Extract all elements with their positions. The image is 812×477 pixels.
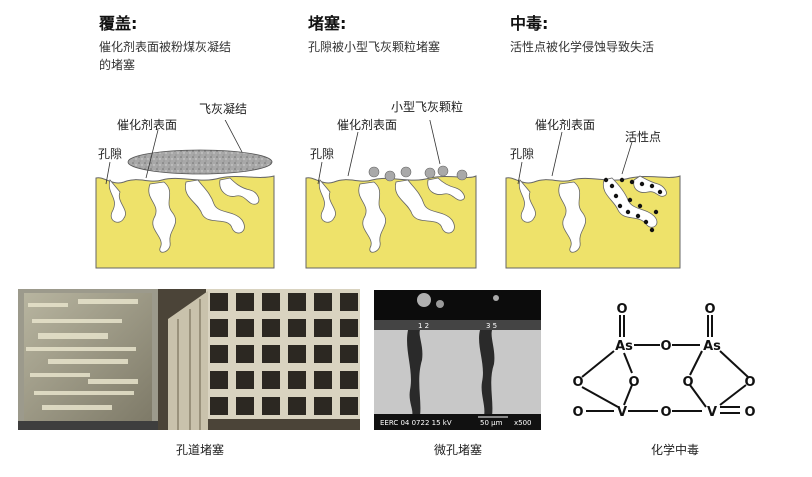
label-active-site: 活性点 <box>625 130 662 144</box>
active-site-dot <box>639 181 645 187</box>
pore-channel <box>427 177 465 201</box>
label-small-ash: 小型飞灰颗粒 <box>391 100 464 114</box>
honeycomb-catalyst-photo <box>158 289 360 430</box>
atom-o: O <box>704 302 715 317</box>
atom-o: O <box>616 302 627 317</box>
active-site-dot <box>649 227 655 233</box>
fouled-catalyst-block-photo <box>18 289 158 430</box>
poisoning-diagram <box>505 131 681 269</box>
atom-as: As <box>615 339 633 354</box>
leader-line <box>317 161 323 185</box>
active-site-dot <box>609 183 615 189</box>
mechanism-title-covering: 覆盖: <box>99 14 138 33</box>
pore-channel <box>108 179 126 223</box>
label-ash-deposit: 飞灰凝结 <box>199 102 248 116</box>
sem-magnification: x500 <box>514 419 532 427</box>
active-site-dot <box>603 177 609 183</box>
leader-line <box>105 161 111 185</box>
leader-line <box>551 131 563 177</box>
mechanism-desc-poisoning: 活性点被化学侵蚀导致失活 <box>510 40 655 54</box>
atom-o: O <box>660 405 671 420</box>
label-catalyst-surface: 催化剂表面 <box>117 118 178 132</box>
pore-channel <box>394 179 455 234</box>
atom-as: As <box>703 339 721 354</box>
pore-channel <box>318 179 336 223</box>
catalyst-block <box>95 175 275 269</box>
atom-o: O <box>572 405 583 420</box>
pore-channel <box>518 179 536 223</box>
sem-scale: 50 μm <box>480 419 503 427</box>
atom-o: O <box>744 375 755 390</box>
active-site-dot <box>629 179 635 185</box>
leader-line <box>517 161 523 185</box>
sem-marker-right: 3 5 <box>486 322 497 330</box>
atom-o: O <box>660 339 671 354</box>
pore-channel <box>184 179 245 234</box>
pore-channel <box>358 181 387 253</box>
mechanism-title-plugging: 堵塞: <box>308 14 347 33</box>
ash-particle <box>424 167 436 179</box>
caption-channel-plugging: 孔道堵塞 <box>175 443 224 457</box>
sem-marker-left: 1 2 <box>418 322 429 330</box>
ash-particle <box>400 166 412 178</box>
desc-line: 催化剂表面被粉煤灰凝结 <box>99 40 232 54</box>
channel-plugging-photos <box>18 289 360 430</box>
atom-o: O <box>682 375 693 390</box>
active-site-dot <box>625 209 631 215</box>
leader-line <box>429 120 441 165</box>
pore-channel <box>219 177 260 205</box>
label-pore: 孔隙 <box>510 147 535 161</box>
sem-micrograph: 1 2 3 5 EERC 04 0722 15 kV 50 μm x500 <box>374 290 541 430</box>
mechanism-desc-covering: 催化剂表面被粉煤灰凝结 的堵塞 <box>99 38 231 74</box>
ash-particle <box>437 165 449 177</box>
plugging-diagram <box>305 120 477 269</box>
active-sites <box>603 177 663 233</box>
caption-chemical-poisoning: 化学中毒 <box>650 443 699 457</box>
active-site-dot <box>657 189 663 195</box>
desc-line: 的堵塞 <box>99 58 136 72</box>
leader-line <box>621 141 633 175</box>
mechanism-title-poisoning: 中毒: <box>510 14 549 33</box>
pore-channel <box>148 181 177 253</box>
active-site-dot <box>637 203 643 209</box>
atom-o: O <box>628 375 639 390</box>
active-site-dot <box>613 193 619 199</box>
ash-particle <box>384 170 396 182</box>
arsenic-vanadium-structure: O O As O As O O O O O V O V O <box>572 302 755 420</box>
active-site-dot <box>653 209 659 215</box>
label-catalyst-surface: 催化剂表面 <box>535 118 596 132</box>
active-site-dot <box>635 213 641 219</box>
pore-channel <box>558 181 587 253</box>
active-site-dot <box>649 183 655 189</box>
label-pore: 孔隙 <box>310 147 335 161</box>
atom-o: O <box>572 375 583 390</box>
label-pore: 孔隙 <box>98 147 123 161</box>
catalyst-block <box>505 175 681 269</box>
mechanism-desc-plugging: 孔隙被小型飞灰颗粒堵塞 <box>308 40 441 54</box>
leader-line <box>347 131 359 177</box>
covering-diagram <box>95 120 275 269</box>
ash-particle <box>368 166 380 178</box>
ash-particle <box>456 169 468 181</box>
leader-line <box>145 129 159 179</box>
atom-v: V <box>707 405 717 420</box>
caption-micropore-plugging: 微孔堵塞 <box>433 443 482 457</box>
active-site-dot <box>619 177 625 183</box>
ash-deposit <box>127 149 273 175</box>
atom-v: V <box>617 405 627 420</box>
leader-line <box>224 120 243 153</box>
label-catalyst-surface: 催化剂表面 <box>337 118 398 132</box>
active-site-dot <box>627 197 633 203</box>
atom-o: O <box>744 405 755 420</box>
pore-channel <box>602 177 658 228</box>
active-site-dot <box>643 219 649 225</box>
active-site-dot <box>617 203 623 209</box>
sem-info: EERC 04 0722 15 kV <box>380 419 452 427</box>
